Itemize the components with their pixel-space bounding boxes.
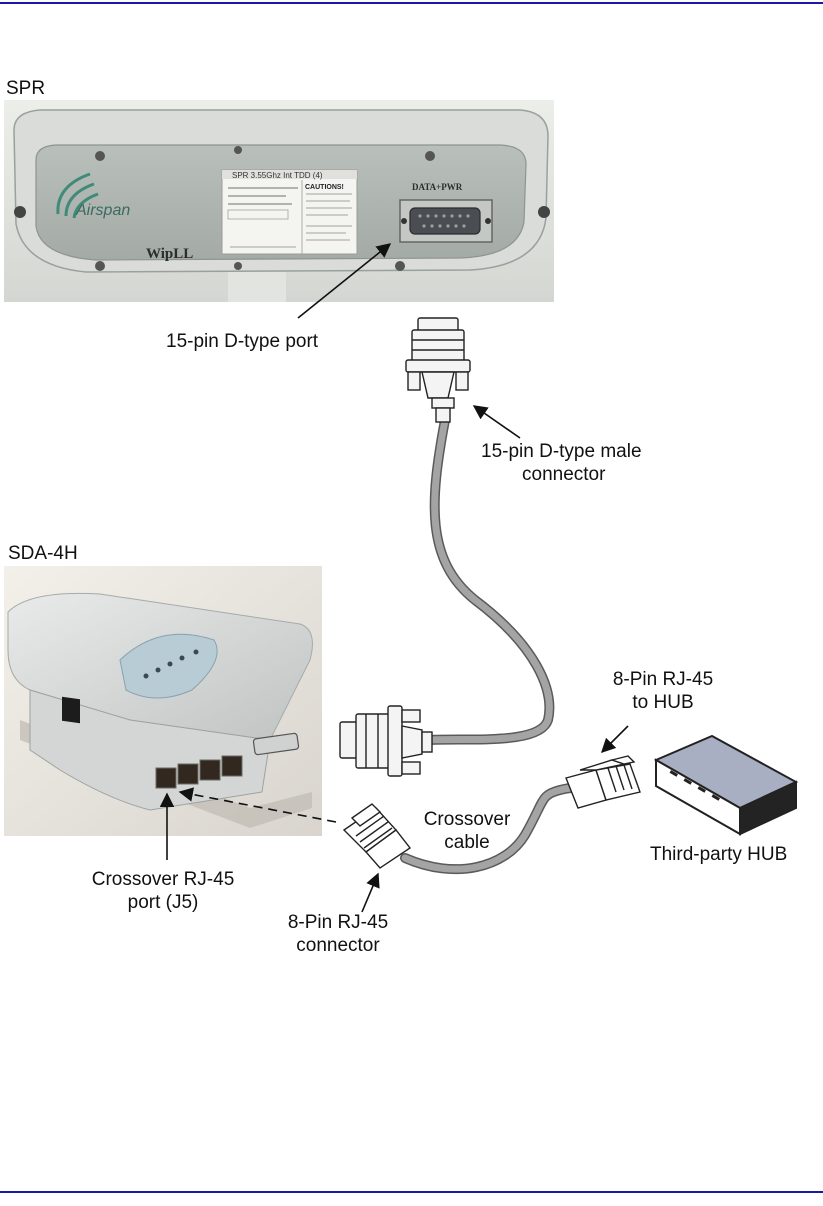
arrow-to-rj45-hub xyxy=(602,726,628,752)
label-d-male-line1: 15-pin D-type male xyxy=(481,440,642,463)
arrow-to-d-male xyxy=(474,406,520,438)
label-crossover-j5: Crossover RJ-45 port (J5) xyxy=(58,868,268,914)
spr-brand: WipLL xyxy=(146,246,193,262)
label-j5-line2: port (J5) xyxy=(58,891,268,914)
label-d-port: 15-pin D-type port xyxy=(166,330,318,353)
label-rj45-connector: 8-Pin RJ-45 connector xyxy=(270,911,406,957)
label-j5-line1: Crossover RJ-45 xyxy=(58,868,268,891)
spr-port-label: DATA+PWR xyxy=(412,182,463,192)
label-third-party-hub: Third-party HUB xyxy=(650,843,787,866)
bottom-rule xyxy=(0,1191,823,1193)
label-d-male-line2: connector xyxy=(481,463,642,486)
label-sda-4h: SDA-4H xyxy=(8,542,78,565)
label-rj45-conn-line2: connector xyxy=(270,934,406,957)
rj45-plug-hub xyxy=(566,756,640,808)
third-party-hub-device xyxy=(656,736,796,834)
label-spr: SPR xyxy=(6,77,45,100)
label-crossover-line1: Crossover xyxy=(410,808,524,831)
arrow-to-rj45-conn xyxy=(362,874,378,912)
spr-photo: Airspan WipLL SPR 3.55Ghz Int TDD (4) CA… xyxy=(4,100,554,302)
label-crossover-line2: cable xyxy=(410,831,524,854)
label-crossover-cable: Crossover cable xyxy=(410,808,524,854)
spr-cautions: CAUTIONS! xyxy=(305,184,344,191)
label-rj45-hub-line2: to HUB xyxy=(598,691,728,714)
label-rj45-hub-line1: 8-Pin RJ-45 xyxy=(598,668,728,691)
label-d-male: 15-pin D-type male connector xyxy=(481,440,642,486)
spr-model: SPR 3.55Ghz Int TDD (4) xyxy=(232,171,323,180)
sda-4h-photo xyxy=(4,566,322,836)
spr-logo: Airspan xyxy=(75,202,130,219)
label-rj45-conn-line1: 8-Pin RJ-45 xyxy=(270,911,406,934)
d-type-male-connector-top xyxy=(406,318,470,422)
d-type-male-connector-bottom xyxy=(340,706,432,776)
label-rj45-hub: 8-Pin RJ-45 to HUB xyxy=(598,668,728,714)
